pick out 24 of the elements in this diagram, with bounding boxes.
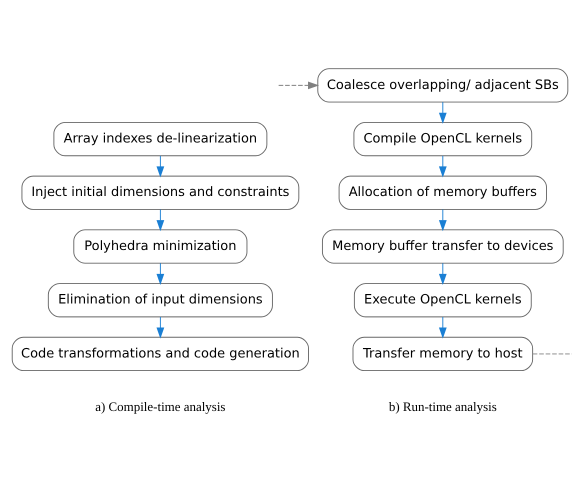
label: b) Run-time analysis xyxy=(388,399,497,414)
node-box: Execute OpenCL kernels xyxy=(354,283,532,318)
node-box: Allocation of memory buffers xyxy=(338,176,547,210)
node-box: Coalesce overlapping/ adjacent SBs xyxy=(317,68,568,102)
arrow xyxy=(438,209,447,232)
node-box: Array indexes de-linearization xyxy=(53,122,268,156)
label: a) Compile-time analysis xyxy=(95,399,226,414)
node-box: Compile OpenCL kernels xyxy=(353,122,532,156)
node-box: Code transformations and code generation xyxy=(12,336,309,372)
connector xyxy=(532,353,572,354)
node-box: Inject initial dimensions and constraints xyxy=(21,176,300,210)
arrow xyxy=(438,155,447,178)
node-box: Transfer memory to host xyxy=(352,336,534,372)
node-box: Polyhedra minimization xyxy=(73,229,248,264)
arrow xyxy=(156,209,164,232)
arrow xyxy=(438,316,447,339)
node-box: Elimination of input dimensions xyxy=(48,283,273,318)
arrow xyxy=(156,262,164,285)
node-box: Memory buffer transfer to devices xyxy=(322,229,564,264)
arrow xyxy=(438,262,447,285)
arrow xyxy=(156,155,164,178)
arrow xyxy=(438,102,447,124)
arrow xyxy=(156,316,164,339)
arrow xyxy=(278,81,320,90)
